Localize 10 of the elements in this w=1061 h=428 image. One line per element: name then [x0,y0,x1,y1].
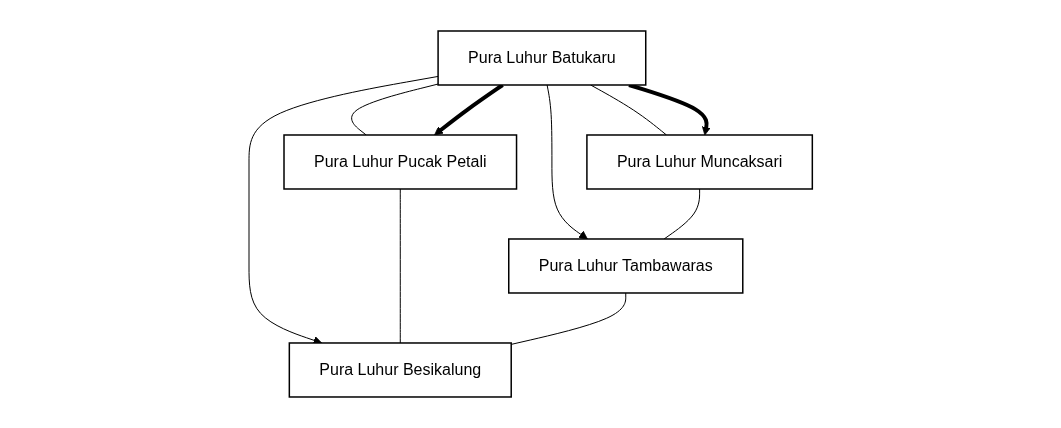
arrow [546,84,588,240]
node-box: Pura Luhur Tambawaras [507,238,744,294]
connector [399,188,401,344]
connector [510,292,627,345]
node-box: Pura Luhur Muncaksari [586,134,813,190]
connector [350,83,439,136]
node-box: Pura Luhur Besikalung [288,342,512,398]
connector [663,188,700,240]
node-box: Pura Luhur Batukaru [437,30,647,86]
node-box: Pura Luhur Pucak Petali [283,134,518,190]
